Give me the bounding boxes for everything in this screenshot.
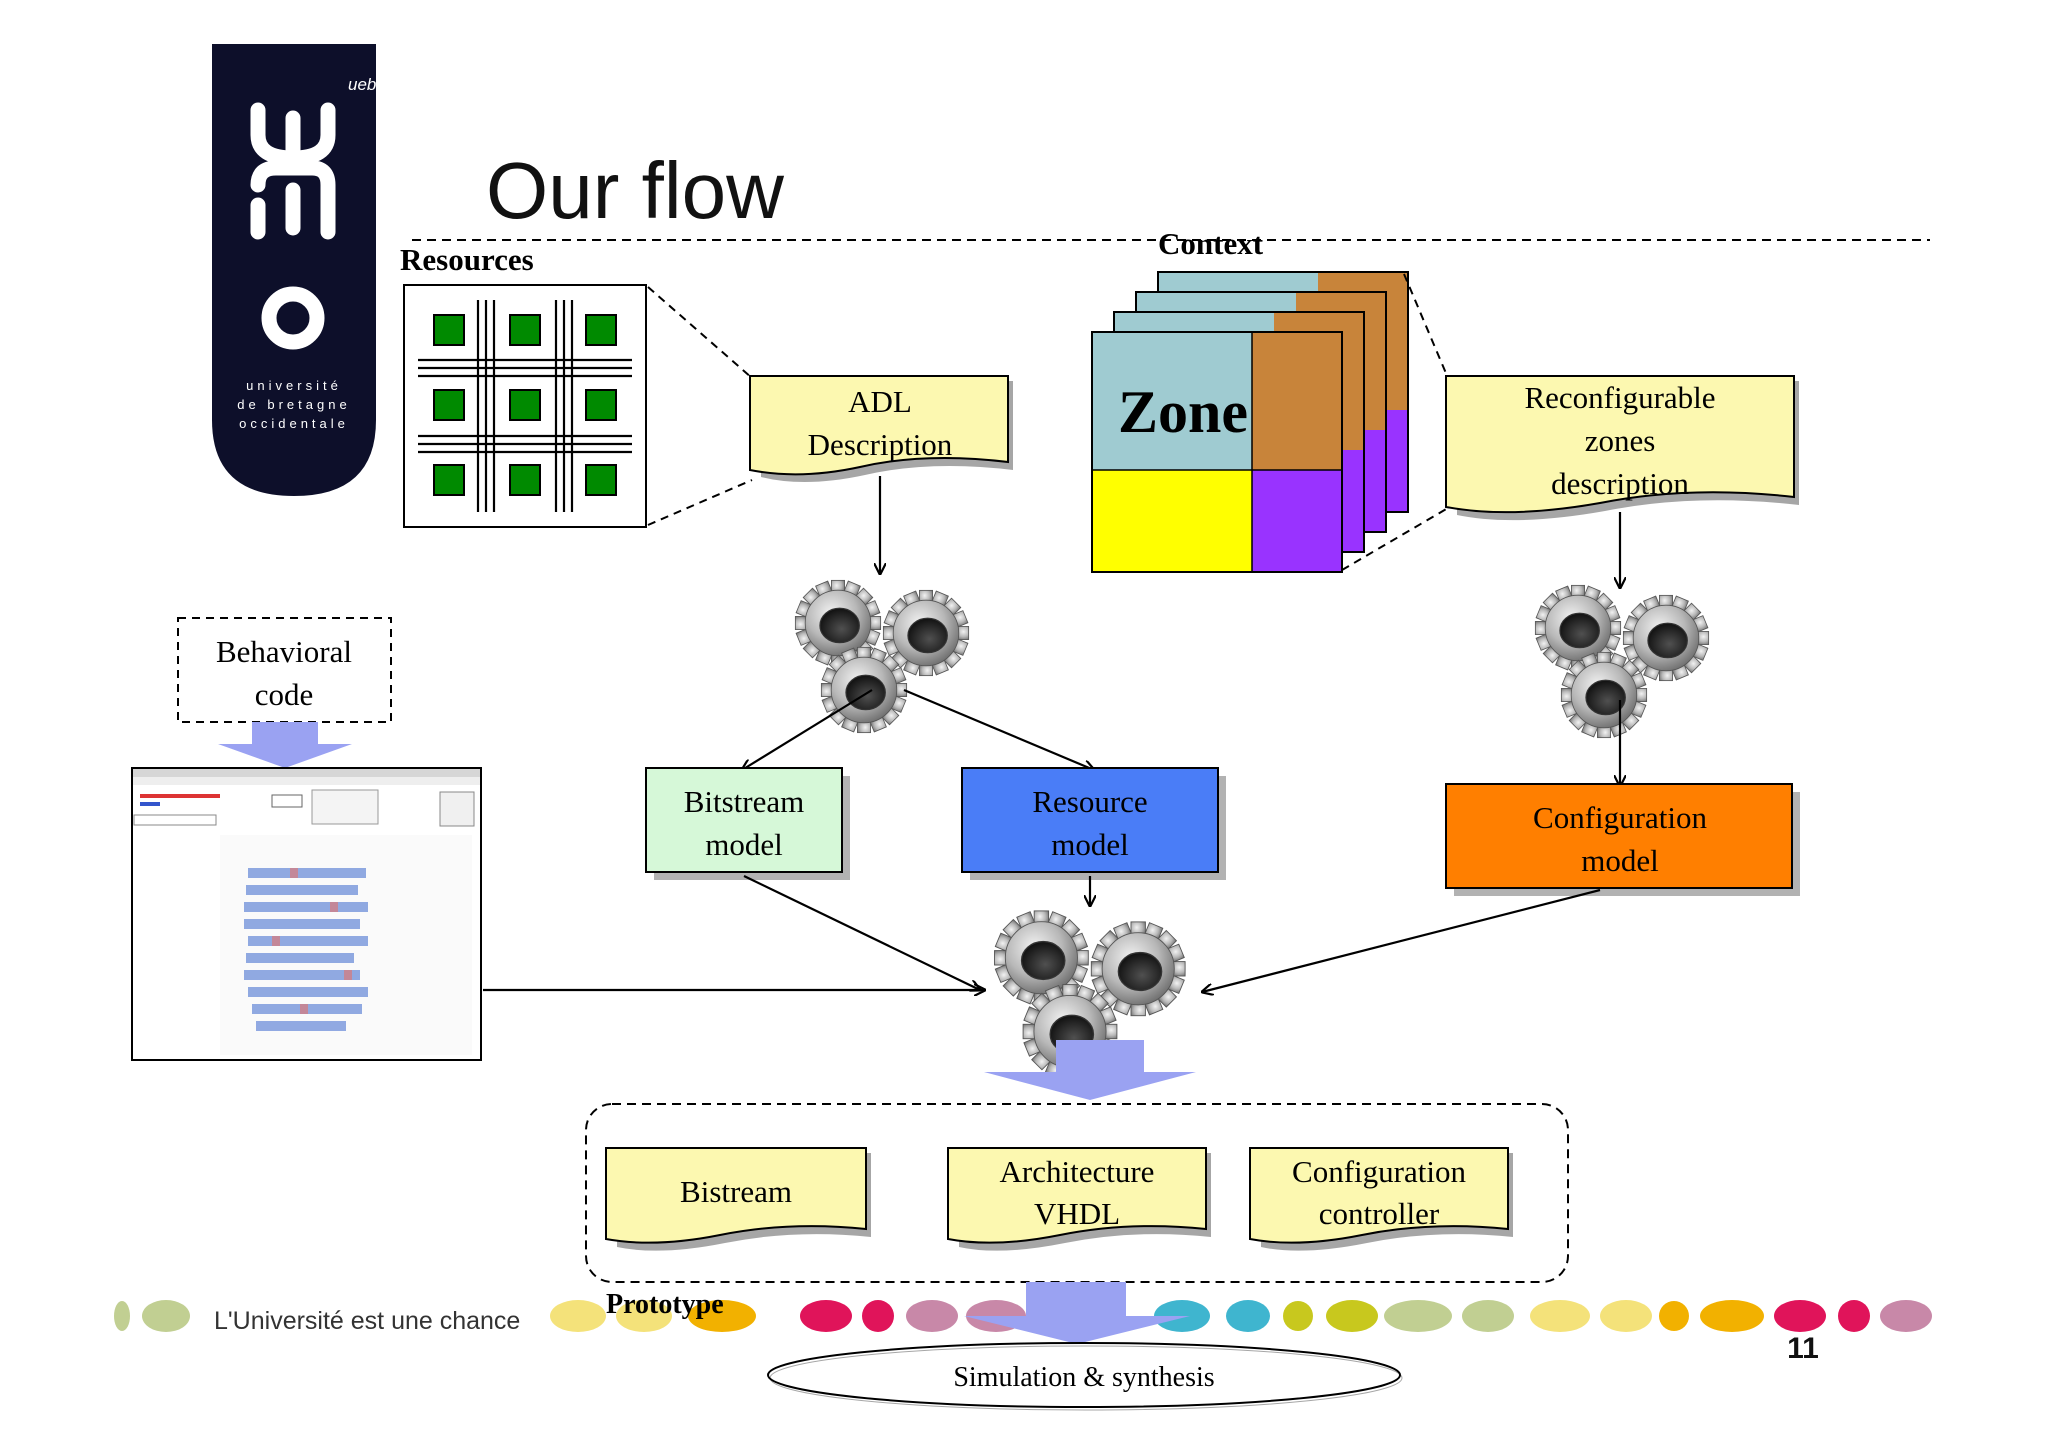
svg-text:Configuration: Configuration [1533, 800, 1707, 835]
prototype-container [585, 1103, 1569, 1283]
prototype-label: Prototype [606, 1289, 724, 1320]
svg-text:model: model [1581, 843, 1659, 878]
configuration-controller-document: Configuration controller [1249, 1147, 1513, 1251]
logo-ubo: ueb université de bretagne occidentale [212, 44, 376, 496]
screenshot-thumbnail [131, 767, 482, 1061]
context-label: Context [1158, 226, 1264, 261]
svg-text:model: model [705, 827, 783, 862]
svg-text:model: model [1051, 827, 1129, 862]
page-number: 11 [1787, 1332, 1819, 1365]
adl-description-document: ADL Description [749, 375, 1013, 483]
gear-cluster-icon-adl [795, 580, 968, 732]
behavioral-down-arrow [218, 722, 352, 768]
svg-text:description: description [1551, 466, 1689, 501]
svg-text:occidentale: occidentale [239, 416, 349, 431]
svg-text:ADL: ADL [848, 384, 912, 419]
zone-label: Zone [1118, 379, 1248, 445]
logo-text: université [246, 378, 342, 393]
resources-grid [403, 284, 647, 528]
behavioral-code-box: Behavioral code [177, 617, 392, 723]
gear-output-arrow [984, 1040, 1196, 1100]
slide-title: Our flow [486, 146, 784, 235]
footer-tagline: L'Université est une chance [214, 1307, 520, 1335]
architecture-vhdl-document: Architecture VHDL [947, 1147, 1211, 1251]
svg-text:zones: zones [1585, 423, 1656, 458]
configuration-model-box: Configuration model [1445, 783, 1800, 896]
gear-cluster-icon-config [1535, 585, 1708, 737]
svg-text:Behavioral: Behavioral [216, 634, 352, 669]
svg-text:Architecture: Architecture [1000, 1154, 1155, 1189]
svg-text:VHDL: VHDL [1034, 1196, 1120, 1231]
bistream-document: Bistream [605, 1147, 871, 1251]
resources-label: Resources [400, 242, 534, 277]
svg-text:Simulation & synthesis: Simulation & synthesis [953, 1362, 1214, 1393]
svg-text:Configuration: Configuration [1292, 1154, 1466, 1189]
resource-model-box: Resource model [961, 767, 1226, 880]
simulation-synthesis-ellipse: Simulation & synthesis [767, 1342, 1403, 1411]
logo-badge: ueb [348, 75, 376, 94]
svg-text:Bitstream: Bitstream [684, 784, 805, 819]
svg-text:controller: controller [1319, 1196, 1440, 1231]
svg-text:Reconfigurable: Reconfigurable [1524, 380, 1715, 415]
bitstream-model-box: Bitstream model [645, 767, 850, 880]
svg-text:de bretagne: de bretagne [237, 397, 350, 412]
context-zones: Zone [1091, 271, 1409, 573]
svg-text:code: code [255, 677, 314, 712]
reconfigurable-zones-document: Reconfigurable zones description [1445, 375, 1799, 521]
svg-text:Resource: Resource [1032, 784, 1147, 819]
svg-text:Description: Description [808, 427, 953, 462]
svg-text:Bistream: Bistream [680, 1174, 792, 1209]
prototype-down-arrow [964, 1282, 1190, 1344]
